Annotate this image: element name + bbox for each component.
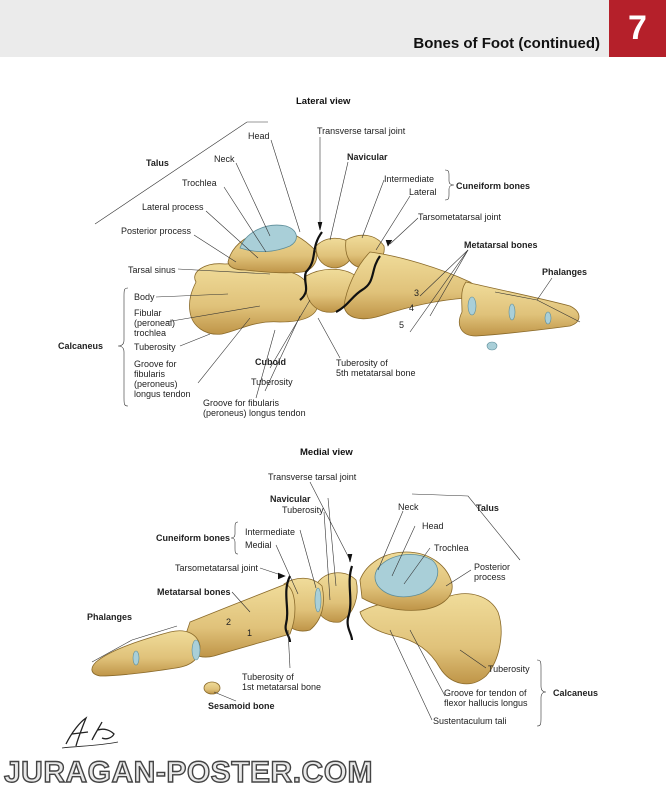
lateral-label-metatarsal-4: 4 <box>409 303 415 313</box>
lateral-leader-lines <box>94 121 581 407</box>
medial-view-title: Medial view <box>300 447 353 458</box>
lateral-label-lateral: Lateral <box>409 187 437 197</box>
medial-transverse-joint-line <box>346 565 354 641</box>
lateral-label-metatarsal-3: 3 <box>414 288 420 298</box>
lateral-phalanges-shape <box>459 281 580 337</box>
medial-label-metatarsal-2: 2 <box>226 617 232 627</box>
lateral-label-transverse-tarsal-joint: Transverse tarsal joint <box>317 126 406 136</box>
lateral-label-body: Body <box>134 292 155 302</box>
lateral-label-trochlea: Trochlea <box>182 178 217 188</box>
medial-label-transverse-tarsal-joint: Transverse tarsal joint <box>268 472 357 482</box>
lateral-label-tarsal-sinus: Tarsal sinus <box>128 265 176 275</box>
medial-label-groove-2: flexor hallucis longus <box>444 698 528 708</box>
lateral-calcaneus-shape <box>189 263 319 335</box>
lateral-label-cuboid: Cuboid <box>255 357 286 367</box>
medial-label-cuneiform-bones: Cuneiform bones <box>156 533 231 543</box>
lateral-label-tuberosity-5th-2: 5th metatarsal bone <box>336 368 416 378</box>
medial-label-calcaneus: Calcaneus <box>553 688 599 698</box>
lateral-label-head: Head <box>248 131 270 141</box>
medial-label-sustentaculum-tali: Sustentaculum tali <box>433 716 507 726</box>
medial-label-tuberosity-1st-1: Tuberosity of <box>242 672 294 682</box>
medial-label-groove-1: Groove for tendon of <box>444 688 527 698</box>
medial-label-posterior-1: Posterior <box>474 562 511 572</box>
medial-foot-bones <box>91 551 502 695</box>
medial-label-head: Head <box>422 521 444 531</box>
lateral-label-tuberosity-5th-1: Tuberosity of <box>336 358 388 368</box>
lateral-label-metatarsal-5: 5 <box>399 320 405 330</box>
lateral-label-cuboid-groove-1: Groove for fibularis <box>203 398 280 408</box>
medial-metatarsals-shape <box>183 583 296 658</box>
lateral-label-neck: Neck <box>214 154 235 164</box>
lateral-label-fibular-2: (peroneal) <box>134 318 176 328</box>
lateral-label-intermediate: Intermediate <box>384 174 435 184</box>
medial-tarsometatarsal-joint-line <box>284 575 292 643</box>
lateral-label-lateral-process: Lateral process <box>142 202 204 212</box>
lateral-label-cuneiform-bones: Cuneiform bones <box>456 181 531 191</box>
lateral-label-groove-1: Groove for <box>134 359 177 369</box>
medial-label-neck: Neck <box>398 502 419 512</box>
lateral-label-talus: Talus <box>146 158 169 168</box>
medial-label-trochlea: Trochlea <box>434 543 469 553</box>
artist-signature <box>61 716 119 749</box>
lateral-foot-bones <box>189 224 580 351</box>
medial-label-tuberosity: Tuberosity <box>488 664 530 674</box>
lateral-label-fibular-1: Fibular <box>134 308 162 318</box>
lateral-label-metatarsal-bones: Metatarsal bones <box>464 240 538 250</box>
medial-leader-lines <box>91 481 547 727</box>
lateral-label-tuberosity: Tuberosity <box>134 342 176 352</box>
medial-label-tarsometatarsal-joint: Tarsometatarsal joint <box>175 563 259 573</box>
header-bar <box>0 0 666 57</box>
medial-label-metatarsal-1: 1 <box>247 628 253 638</box>
page-title: Bones of Foot (continued) <box>413 35 600 52</box>
medial-label-medial: Medial <box>245 540 272 550</box>
lateral-talus-cartilage <box>239 224 297 252</box>
medial-label-sesamoid-bone: Sesamoid bone <box>208 701 275 711</box>
medial-label-navicular: Navicular <box>270 494 311 504</box>
lateral-label-tarsometatarsal-joint: Tarsometatarsal joint <box>418 212 502 222</box>
medial-label-intermediate: Intermediate <box>245 527 296 537</box>
medial-label-tuberosity-1st-2: 1st metatarsal bone <box>242 682 322 692</box>
lateral-label-phalanges: Phalanges <box>542 267 588 277</box>
lateral-label-fibular-3: trochlea <box>134 328 167 338</box>
lateral-tarsometatarsal-joint-line <box>335 255 381 313</box>
medial-sesamoid-shape <box>203 681 221 695</box>
medial-label-phalanges: Phalanges <box>87 612 133 622</box>
medial-talus-cartilage <box>374 554 439 598</box>
lateral-label-calcaneus: Calcaneus <box>58 341 104 351</box>
chapter-number-badge: 7 <box>609 0 666 57</box>
lateral-label-groove-4: longus tendon <box>134 389 191 399</box>
medial-label-navicular-tuberosity: Tuberosity <box>282 505 324 515</box>
lateral-label-groove-2: fibularis <box>134 369 166 379</box>
watermark-text: JURAGAN-POSTER.COM <box>3 755 374 789</box>
medial-label-metatarsal-bones: Metatarsal bones <box>157 587 231 597</box>
medial-label-talus: Talus <box>476 503 499 513</box>
lateral-label-groove-3: (peroneus) <box>134 379 178 389</box>
lateral-label-cuboid-groove-2: (peroneus) longus tendon <box>203 408 306 418</box>
lateral-view-title: Lateral view <box>296 96 351 107</box>
lateral-transverse-joint-line <box>299 231 323 301</box>
medial-phalanges-shape <box>91 630 201 677</box>
medial-label-posterior-2: process <box>474 572 506 582</box>
lateral-label-posterior-process: Posterior process <box>121 226 192 236</box>
lateral-label-cuboid-tuberosity: Tuberosity <box>251 377 293 387</box>
lateral-label-navicular: Navicular <box>347 152 388 162</box>
